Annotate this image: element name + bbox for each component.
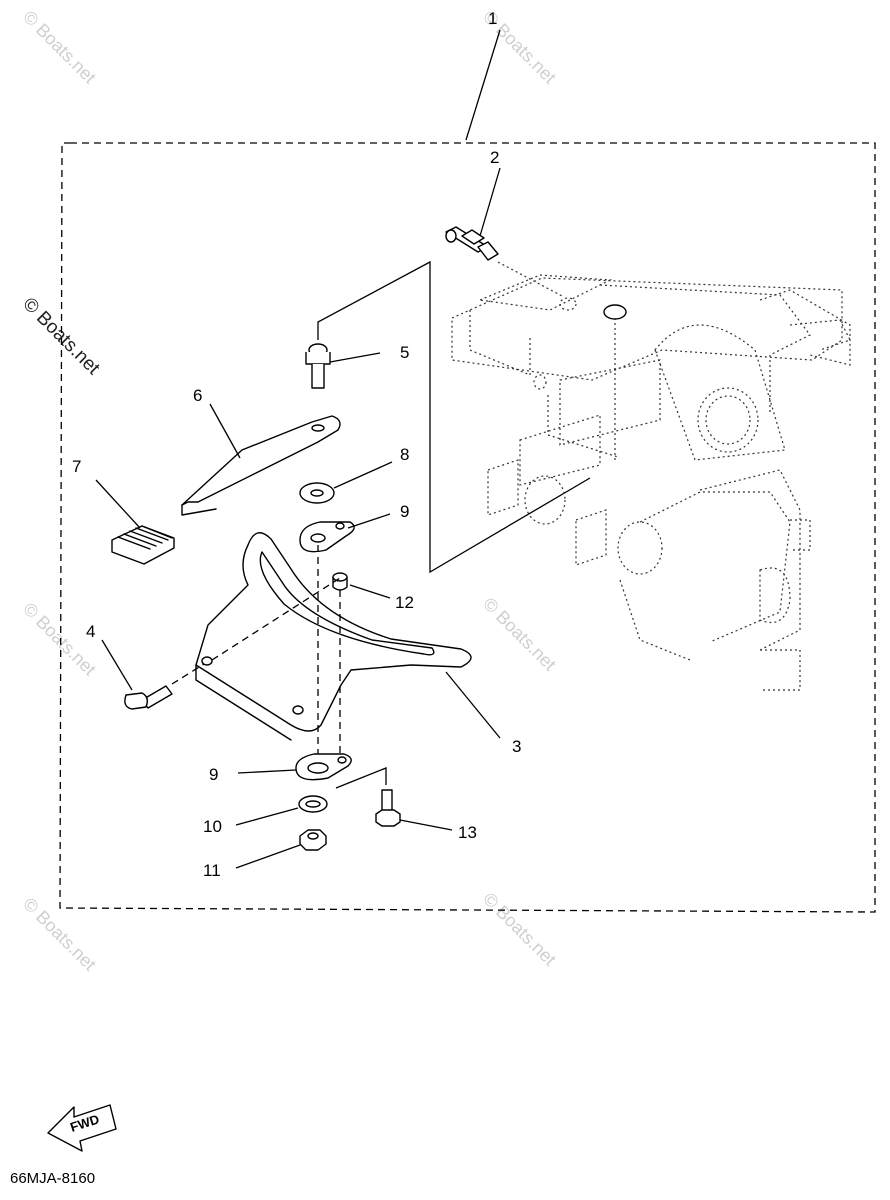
group-bracket xyxy=(317,260,591,574)
watermark: © Boats.net xyxy=(19,7,100,88)
callout-7: 7 xyxy=(72,457,81,476)
callout-13: 13 xyxy=(458,823,477,842)
part-3-bracket xyxy=(195,532,501,741)
part-8-washer xyxy=(299,461,393,504)
callout-9-lower: 9 xyxy=(209,765,218,784)
callout-2: 2 xyxy=(490,148,499,167)
part-12-collar xyxy=(332,572,391,599)
part-2-fitting xyxy=(445,167,563,297)
assembly-boundary xyxy=(59,142,876,913)
watermark: © Boats.net xyxy=(479,594,560,675)
part-13-bolt xyxy=(375,789,453,831)
callout-1: 1 xyxy=(488,9,497,28)
callout-3: 3 xyxy=(512,737,521,756)
part-9-plate-lower xyxy=(237,753,352,781)
part-5-screw xyxy=(305,343,381,389)
callout-4: 4 xyxy=(86,622,95,641)
part-10-washer xyxy=(235,795,328,826)
leader-1 xyxy=(465,29,501,141)
clamp-bracket-assembly xyxy=(451,274,851,691)
part-4-bolt xyxy=(101,639,205,710)
part-11-nut xyxy=(235,829,327,869)
watermarks: © Boats.net © Boats.net © Boats.net © Bo… xyxy=(18,7,560,975)
part-6-lever xyxy=(181,403,341,516)
diagram-code: 66MJA-8160 xyxy=(10,1170,95,1187)
callout-9-upper: 9 xyxy=(400,502,409,521)
part-9-plate-upper xyxy=(299,513,391,553)
group-bracket-13 xyxy=(335,767,387,789)
callout-12: 12 xyxy=(395,593,414,612)
callout-5: 5 xyxy=(400,343,409,362)
watermark: © Boats.net xyxy=(479,889,560,970)
callout-8: 8 xyxy=(400,445,409,464)
callout-10: 10 xyxy=(203,817,222,836)
callout-6: 6 xyxy=(193,386,202,405)
part-7-grip xyxy=(95,479,175,565)
fwd-arrow-icon: FWD xyxy=(47,1104,117,1152)
callout-11: 11 xyxy=(203,861,221,880)
